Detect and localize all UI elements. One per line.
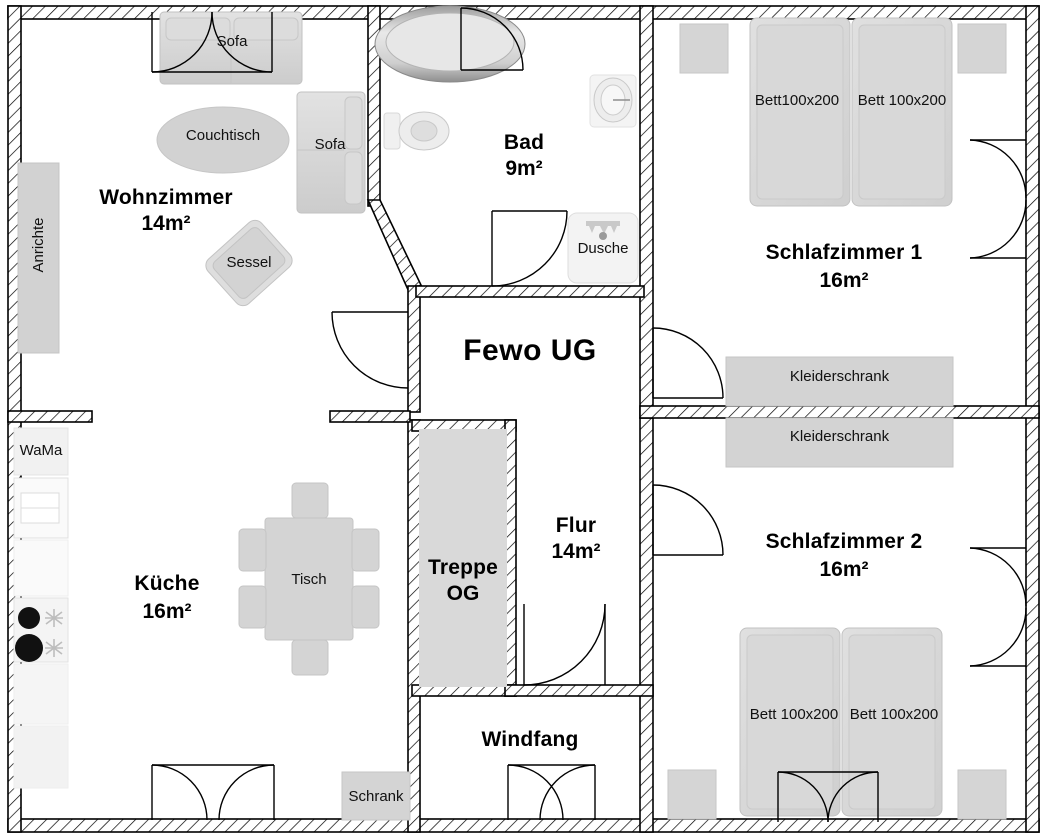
tisch-shape	[238, 482, 380, 676]
kleiderschrank-sz1-shape	[725, 356, 954, 407]
couchtisch-shape	[156, 106, 290, 174]
dusche-shape	[567, 212, 639, 284]
kleiderschrank-sz2-shape	[725, 417, 954, 468]
bett-sz2-left-shape	[739, 627, 841, 817]
badewanne-shape	[374, 5, 526, 83]
anrichte-shape	[17, 162, 60, 354]
bett-sz1-right-shape	[851, 17, 953, 207]
door-sz2-bottom	[777, 771, 879, 823]
schlafzimmer1-furniture	[679, 17, 1027, 407]
sofa-right-shape	[296, 91, 366, 214]
kueche-furniture	[13, 427, 411, 821]
schlafzimmer2-furniture	[667, 417, 1027, 823]
wc-shape	[383, 111, 450, 151]
door-wohnzimmer-hall	[331, 311, 409, 389]
counter-lower2	[13, 725, 69, 789]
counter-lower	[13, 663, 69, 725]
wohnzimmer-furniture	[17, 11, 409, 389]
bett-sz1-left-shape	[749, 17, 851, 207]
counter-upper	[13, 539, 69, 597]
nachttisch-sz1-left	[679, 23, 729, 74]
schrank-shape	[341, 771, 411, 821]
door-flur-windfang	[523, 603, 606, 686]
nachttisch-sz2-right	[957, 769, 1007, 820]
sessel-shape	[205, 219, 293, 307]
nachttisch-sz1-right	[957, 23, 1007, 74]
door-wohnzimmer-top	[151, 11, 273, 73]
walls	[7, 5, 1040, 833]
door-flur-sz1	[652, 327, 724, 399]
nachttisch-sz2-left	[667, 769, 717, 820]
door-bad-top	[460, 7, 524, 71]
door-sz2-exterior	[969, 547, 1027, 667]
door-kueche-bottom	[151, 764, 275, 821]
door-sz1-exterior	[969, 139, 1027, 259]
center-elements	[419, 327, 724, 821]
door-bad-bottom	[491, 210, 568, 287]
treppe-shape	[419, 429, 507, 687]
bett-sz2-right-shape	[841, 627, 943, 817]
door-windfang-entry	[507, 764, 596, 821]
bad-fixtures	[374, 5, 639, 287]
sofa-top-shape	[159, 11, 303, 85]
waschbecken-shape	[589, 74, 637, 128]
door-flur-sz2	[652, 484, 724, 556]
wama-shape	[13, 427, 69, 476]
